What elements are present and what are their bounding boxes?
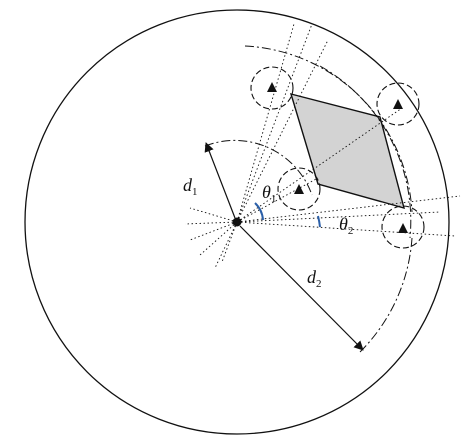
bearing-lines <box>184 23 461 269</box>
label-d2: d2 <box>307 267 322 290</box>
theta1-angle-arc <box>254 202 264 221</box>
d2-arrow <box>239 225 364 351</box>
triangle-marker-icon <box>398 223 408 233</box>
beacon-circles <box>250 66 425 249</box>
beacon-markers <box>267 82 408 233</box>
triangle-marker-icon <box>267 82 277 92</box>
range-arcs <box>204 45 413 353</box>
triangle-marker-icon <box>393 99 403 109</box>
outer-circle <box>24 9 450 435</box>
label-d1: d1 <box>183 175 198 198</box>
shaded-quadrilateral <box>289 93 405 210</box>
d1-arrow <box>204 142 236 219</box>
filled-dot-icon <box>232 217 242 227</box>
triangle-marker-icon <box>294 184 304 194</box>
label-theta1: θ1 <box>262 182 276 205</box>
theta2-angle-arc <box>317 215 321 228</box>
label-theta2: θ2 <box>339 214 353 237</box>
